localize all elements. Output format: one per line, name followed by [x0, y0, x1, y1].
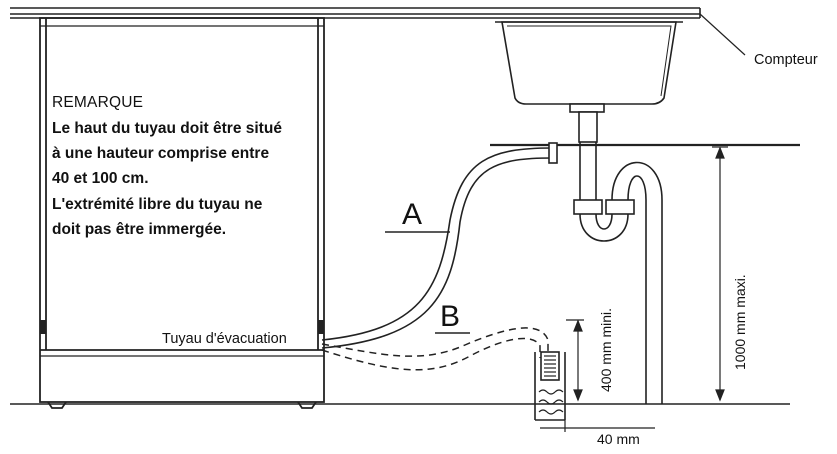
min-height-label: 400 mm mini.: [598, 307, 614, 392]
position-b-label: B: [440, 300, 461, 333]
dishwasher: [39, 17, 325, 409]
note-line-2: à une hauteur comprise entre: [52, 145, 270, 162]
standpipe: [534, 351, 566, 421]
max-height-label: 1000 mm maxi.: [732, 274, 748, 370]
counter-label: Compteur: [754, 52, 818, 68]
note-line-3: 40 et 100 cm.: [52, 170, 149, 187]
position-a-label: A: [402, 198, 423, 231]
drain-hose-label: Tuyau d'évacuation: [162, 331, 287, 347]
sink-basin: [495, 21, 683, 143]
dimension-400mm: [566, 319, 584, 402]
drain-hose-b: [321, 327, 549, 371]
note-title: REMARQUE: [52, 94, 144, 111]
remark-note: REMARQUE Le haut du tuyau doit être situ…: [52, 92, 322, 244]
drain-hose-a: [321, 142, 558, 349]
note-line-5: doit pas être immergée.: [52, 221, 227, 238]
hose-end-grip: [544, 355, 556, 377]
dimension-40mm: [540, 420, 655, 432]
note-line-1: Le haut du tuyau doit être situé: [52, 120, 282, 137]
dimension-1000mm: [712, 146, 728, 402]
sink-trap: [573, 142, 663, 404]
width-label: 40 mm: [597, 431, 640, 447]
note-line-4: L'extrémité libre du tuyau ne: [52, 196, 263, 213]
